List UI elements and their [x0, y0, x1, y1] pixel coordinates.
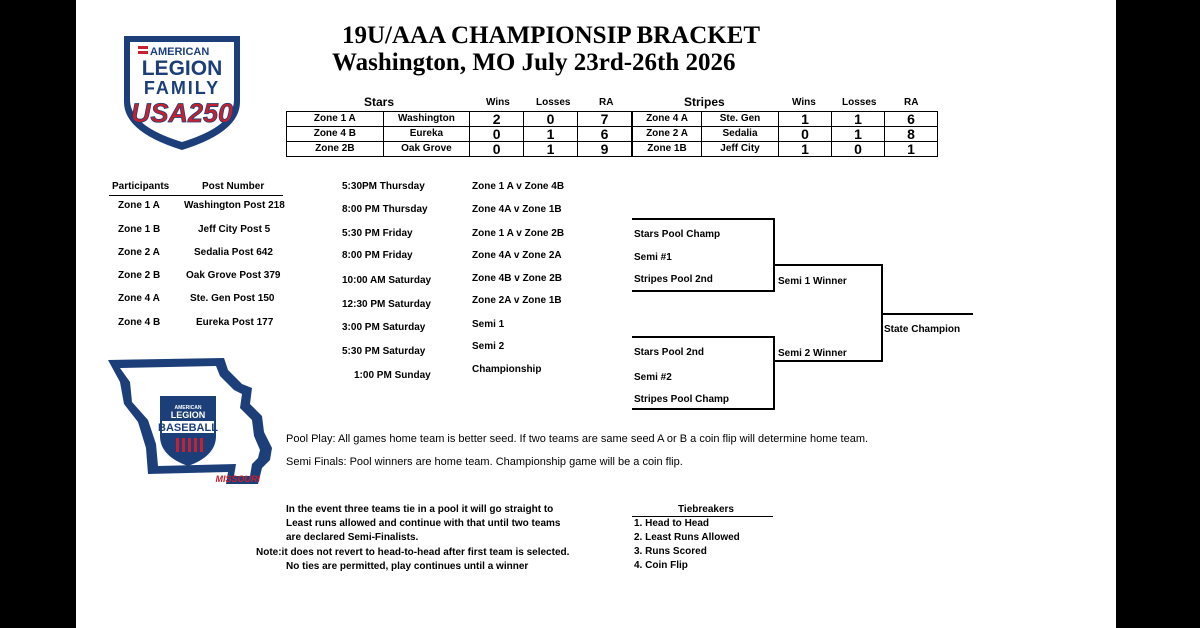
- tie-rule-line: Least runs allowed and continue with tha…: [286, 518, 561, 529]
- participant-post: Sedalia Post 642: [194, 247, 273, 258]
- svg-text:FAMILY: FAMILY: [144, 78, 220, 98]
- bracket-slot: Stripes Pool Champ: [634, 394, 730, 405]
- schedule-time: 5:30 PM Saturday: [342, 346, 426, 357]
- bracket-slot: Stars Pool Champ: [634, 229, 721, 240]
- stripes-ra-header: RA: [904, 97, 919, 108]
- stars-ra-header: RA: [599, 97, 614, 108]
- participant-zone: Zone 4 B: [118, 317, 161, 328]
- post-number-header: Post Number: [202, 181, 265, 192]
- tie-rule-line: No ties are permitted, play continues un…: [286, 561, 529, 572]
- participant-post: Oak Grove Post 379: [186, 270, 281, 281]
- svg-text:LEGION: LEGION: [142, 57, 223, 80]
- participant-post: Eureka Post 177: [196, 317, 274, 328]
- participant-post: Ste. Gen Post 150: [190, 293, 275, 304]
- participant-zone: Zone 1 B: [118, 224, 161, 235]
- bracket-slot: Stars Pool 2nd: [634, 347, 705, 358]
- tiebreaker-item: 4. Coin Flip: [634, 560, 688, 571]
- tiebreaker-item: 3. Runs Scored: [634, 546, 707, 557]
- schedule-game: Semi 2: [472, 341, 505, 352]
- schedule-time: 12:30 PM Saturday: [342, 299, 431, 310]
- bracket-slot: Semi #1: [634, 252, 672, 263]
- participants-header: Participants: [112, 181, 170, 192]
- svg-text:USA250: USA250: [131, 98, 233, 128]
- participant-zone: Zone 2 A: [118, 247, 160, 258]
- schedule-game: Semi 1: [472, 319, 505, 330]
- bracket-semi-winner: Semi 1 Winner: [778, 276, 847, 287]
- stripes-header: Stripes: [684, 95, 725, 109]
- bracket-slot: Semi #2: [634, 372, 672, 383]
- bracket-champion: State Champion: [884, 324, 961, 335]
- tiebreaker-item: 2. Least Runs Allowed: [634, 532, 740, 543]
- table-row: Zone 1B Jeff City 1 0 1: [632, 141, 938, 157]
- stars-wins-header: Wins: [486, 97, 510, 108]
- stars-losses-header: Losses: [536, 97, 571, 108]
- schedule-game: Zone 1 A v Zone 2B: [472, 228, 565, 239]
- schedule-time: 5:30 PM Friday: [342, 228, 413, 239]
- bracket-document: AMERICAN LEGION FAMILY USA250 19U/AAA CH…: [76, 0, 1116, 628]
- table-row: Zone 2 A Sedalia 0 1 8: [632, 126, 938, 142]
- stripes-wins-header: Wins: [792, 97, 816, 108]
- schedule-game: Zone 4A v Zone 1B: [472, 204, 562, 215]
- participant-post: Washington Post 218: [184, 200, 285, 211]
- schedule-time: 8:00 PM Friday: [342, 250, 413, 261]
- stripes-losses-header: Losses: [842, 97, 877, 108]
- participants-underline: [109, 195, 283, 196]
- participant-zone: Zone 4 A: [118, 293, 160, 304]
- pool-play-note: Pool Play: All games home team is better…: [286, 433, 869, 445]
- participant-zone: Zone 2 B: [118, 270, 161, 281]
- svg-text:AMERICAN: AMERICAN: [150, 46, 209, 58]
- schedule-time: 3:00 PM Saturday: [342, 322, 426, 333]
- table-row: Zone 4 A Ste. Gen 1 1 6: [632, 111, 938, 127]
- tie-rule-line: are declared Semi-Finalists.: [286, 532, 419, 543]
- participant-zone: Zone 1 A: [118, 200, 160, 211]
- bracket-semi-winner: Semi 2 Winner: [778, 348, 847, 359]
- schedule-time: 5:30PM Thursday: [342, 181, 425, 192]
- stars-header: Stars: [364, 95, 395, 109]
- schedule-time: 1:00 PM Sunday: [354, 370, 431, 381]
- schedule-game: Zone 2A v Zone 1B: [472, 295, 562, 306]
- bracket-slot: Stripes Pool 2nd: [634, 274, 713, 285]
- table-row: Zone 1 A Washington 2 0 7: [286, 111, 632, 127]
- schedule-time: 8:00 PM Thursday: [342, 204, 428, 215]
- stripes-standings-table: Zone 4 A Ste. Gen 1 1 6 Zone 2 A Sedalia…: [632, 111, 938, 157]
- schedule-game: Zone 4B v Zone 2B: [472, 273, 563, 284]
- legion-family-logo: AMERICAN LEGION FAMILY USA250: [120, 32, 244, 152]
- svg-text:LEGION: LEGION: [171, 410, 206, 420]
- tie-rule-line: In the event three teams tie in a pool i…: [286, 504, 554, 515]
- page-subtitle: Washington, MO July 23rd-26th 2026: [332, 49, 736, 76]
- tiebreakers-underline: [632, 516, 773, 517]
- tiebreakers-title: Tiebreakers: [678, 504, 734, 515]
- table-row: Zone 2B Oak Grove 0 1 9: [286, 141, 632, 157]
- page-title: 19U/AAA CHAMPIONSIP BRACKET: [342, 22, 761, 49]
- legion-baseball-missouri-logo: AMERICAN LEGION BASEBALL MISSOURI: [102, 352, 278, 492]
- semi-finals-note: Semi Finals: Pool winners are home team.…: [286, 456, 683, 468]
- participant-post: Jeff City Post 5: [198, 224, 271, 235]
- stars-standings-table: Zone 1 A Washington 2 0 7 Zone 4 B Eurek…: [286, 111, 632, 157]
- schedule-game: Championship: [472, 364, 542, 375]
- table-row: Zone 4 B Eureka 0 1 6: [286, 126, 632, 142]
- svg-text:MISSOURI: MISSOURI: [215, 474, 260, 484]
- schedule-game: Zone 1 A v Zone 4B: [472, 181, 565, 192]
- schedule-time: 10:00 AM Saturday: [342, 275, 432, 286]
- tie-rule-line: Note:it does not revert to head-to-head …: [256, 547, 570, 558]
- svg-text:BASEBALL: BASEBALL: [158, 422, 218, 434]
- svg-text:AMERICAN: AMERICAN: [175, 405, 202, 411]
- schedule-game: Zone 4A v Zone 2A: [472, 250, 562, 261]
- tiebreaker-item: 1. Head to Head: [634, 518, 710, 529]
